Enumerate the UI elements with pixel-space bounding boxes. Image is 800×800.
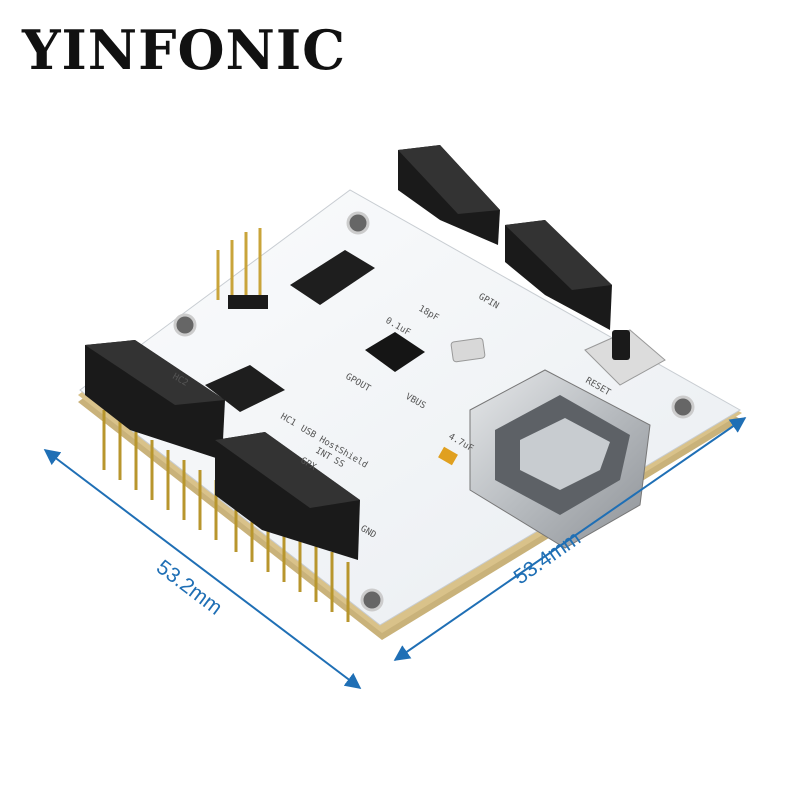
icsp-pins (216, 228, 268, 309)
brand-logo: YINFONIC (22, 18, 347, 82)
ic-max3421 (365, 332, 425, 372)
dimension-left-label: 53.2mm (152, 556, 226, 620)
left-header-1 (85, 340, 225, 460)
back-header-2 (505, 220, 612, 330)
crystal (450, 337, 486, 363)
back-header-1 (398, 145, 500, 245)
ic-chip-left (205, 365, 285, 412)
reset-button (584, 329, 666, 386)
ic-chip-top (290, 250, 375, 305)
